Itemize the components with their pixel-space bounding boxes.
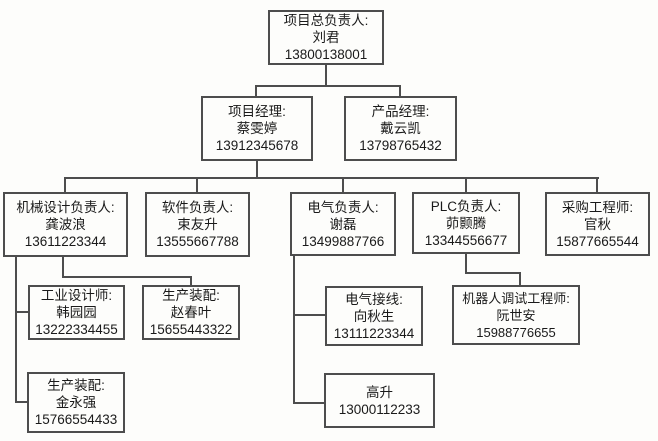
node-person: 官秋 xyxy=(584,216,611,232)
node-person: 阮世安 xyxy=(496,307,536,323)
node-phone: 15655443322 xyxy=(149,322,233,337)
node-role: 机械设计负责人: xyxy=(16,200,115,215)
node-role: 项目总负责人: xyxy=(283,13,369,28)
node-phone: 13222334455 xyxy=(35,322,118,337)
connector-drop-mechanical-lead xyxy=(64,178,66,193)
connector-mechanical-elbow-horizontal xyxy=(62,276,192,278)
node-role: PLC负责人: xyxy=(430,198,502,214)
connector-drop-plc-lead xyxy=(465,178,467,193)
connector-drop-assembly-zhao xyxy=(190,278,192,286)
connector-stub-gao-sheng xyxy=(295,402,324,404)
node-mechanical-design-lead: 机械设计负责人: 龚波浪 13611223344 xyxy=(3,192,128,257)
node-role: 软件负责人: xyxy=(161,200,234,215)
node-phone: 15877665544 xyxy=(556,233,639,249)
node-role: 生产装配: xyxy=(162,288,220,303)
node-person: 赵春叶 xyxy=(170,305,212,320)
connector-plc-elbow-vertical xyxy=(465,252,467,274)
node-project-manager: 项目经理: 蔡雯婷 13912345678 xyxy=(201,96,313,161)
connector-drop-software-lead xyxy=(196,178,198,193)
node-plc-lead: PLC负责人: 茆颢腾 13344556677 xyxy=(412,192,520,254)
node-person: 龚波浪 xyxy=(45,217,86,232)
node-role: 工业设计师: xyxy=(40,288,113,303)
node-electrical-wiring: 电气接线: 向秋生 13111223344 xyxy=(325,286,423,346)
node-project-overall-lead: 项目总负责人: 刘君 13800138001 xyxy=(268,10,384,65)
connector-level3-horizontal xyxy=(64,177,599,179)
node-software-lead: 软件负责人: 束友升 13555667788 xyxy=(145,192,250,257)
connector-root-down xyxy=(325,63,327,86)
node-gao-sheng: 高升 13000112233 xyxy=(324,373,435,428)
node-role: 产品经理: xyxy=(371,104,430,119)
connector-stub-assembly-jin xyxy=(17,401,27,403)
connector-project-manager-down xyxy=(256,159,258,178)
node-person: 束友升 xyxy=(177,217,218,232)
node-person: 茆颢腾 xyxy=(445,215,487,231)
node-phone: 13611223344 xyxy=(24,234,107,249)
connector-drop-purchasing-engineer xyxy=(596,178,598,193)
node-person: 高升 xyxy=(366,384,393,400)
connector-drop-project-manager xyxy=(255,86,257,97)
node-role: 电气接线: xyxy=(345,291,403,307)
node-assembly-zhao: 生产装配: 赵春叶 15655443322 xyxy=(142,285,240,340)
node-phone: 15766554433 xyxy=(34,412,118,427)
node-product-manager: 产品经理: 戴云凯 13798765432 xyxy=(344,96,457,161)
node-person: 戴云凯 xyxy=(380,121,421,136)
node-role: 项目经理: xyxy=(228,104,286,119)
node-phone: 13111223344 xyxy=(333,325,415,341)
node-person: 向秋生 xyxy=(353,308,395,324)
node-assembly-jin: 生产装配: 金永强 15766554433 xyxy=(27,372,125,433)
node-phone: 13344556677 xyxy=(424,232,508,248)
connector-stub-electrical-wiring xyxy=(295,314,325,316)
node-phone: 13912345678 xyxy=(215,138,299,153)
node-phone: 13000112233 xyxy=(338,401,421,417)
connector-drop-electrical-lead xyxy=(342,178,344,193)
node-role: 机器人调试工程师: xyxy=(462,290,570,306)
connector-stub-industrial-designer xyxy=(17,311,28,313)
node-phone: 13555667788 xyxy=(156,234,239,249)
node-person: 金永强 xyxy=(55,395,97,410)
connector-mechanical-elbow-vertical xyxy=(62,255,64,278)
node-person: 谢磊 xyxy=(329,216,357,232)
node-electrical-lead: 电气负责人: 谢磊 13499887766 xyxy=(290,192,396,256)
node-industrial-designer: 工业设计师: 韩园园 13222334455 xyxy=(28,285,125,340)
node-phone: 15988776655 xyxy=(476,324,556,340)
connector-drop-product-manager xyxy=(399,86,401,97)
node-phone: 13499887766 xyxy=(301,233,385,249)
node-role: 生产装配: xyxy=(47,378,105,393)
node-person: 韩园园 xyxy=(56,305,97,320)
node-person: 刘君 xyxy=(312,30,340,45)
node-role: 采购工程师: xyxy=(561,199,634,215)
node-phone: 13798765432 xyxy=(359,138,442,153)
connector-electrical-rail xyxy=(293,254,295,404)
connector-drop-robot-debug-engineer xyxy=(519,274,521,286)
node-phone: 13800138001 xyxy=(284,47,368,62)
connector-level2-horizontal xyxy=(255,85,401,87)
node-role: 电气负责人: xyxy=(307,199,379,215)
node-purchasing-engineer: 采购工程师: 官秋 15877665544 xyxy=(545,192,650,256)
connector-plc-elbow-horizontal xyxy=(465,272,521,274)
connector-mechanical-rail xyxy=(15,255,17,403)
node-robot-debug-engineer: 机器人调试工程师: 阮世安 15988776655 xyxy=(452,285,580,345)
node-person: 蔡雯婷 xyxy=(236,121,278,136)
